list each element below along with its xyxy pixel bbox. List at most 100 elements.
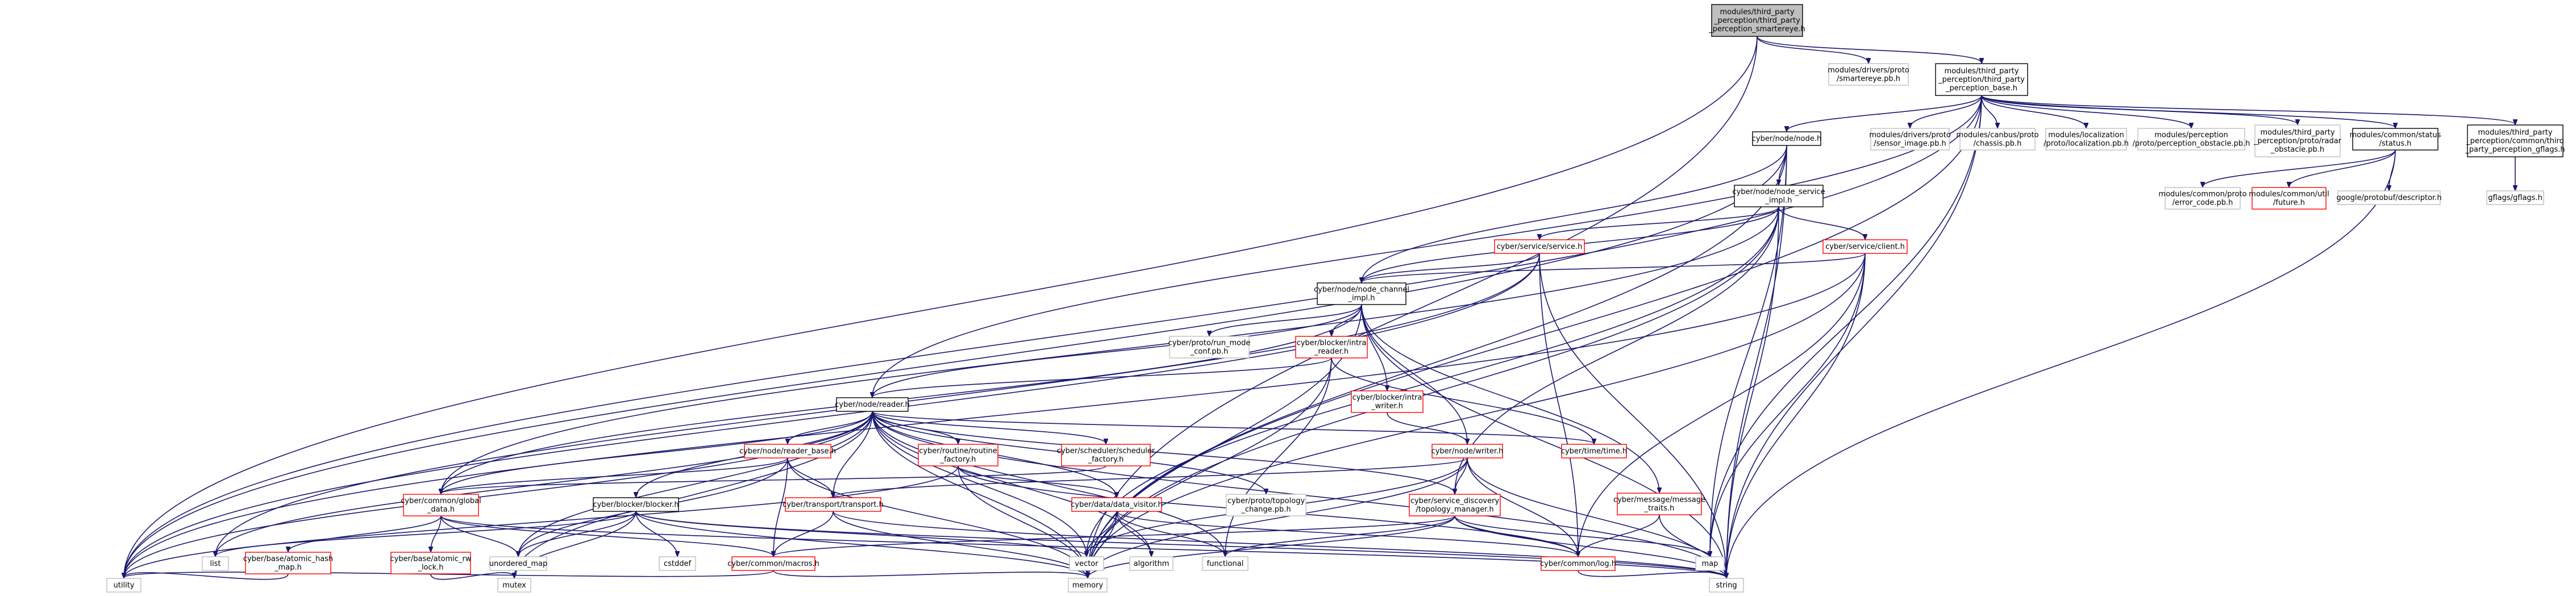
edge-global_data-to-atomic_hash_map <box>288 515 442 552</box>
edge-root-to-utility <box>124 36 1758 578</box>
node-tpp_base[interactable]: modules/third_party_perception/third_par… <box>1935 63 2028 96</box>
node-label-line: _perception/third_party <box>1938 76 2025 84</box>
node-log_h[interactable]: cyber/common/log.h <box>1540 556 1616 571</box>
node-node_channel_impl[interactable]: cyber/node/node_channel_impl.h <box>1314 282 1409 305</box>
node-time_h[interactable]: cyber/time/time.h <box>1561 444 1627 459</box>
node-future_h[interactable]: modules/common/util/future.h <box>2249 187 2329 210</box>
node-label-line: /sensor_image.pb.h <box>1874 140 1946 148</box>
node-label-line: cyber/service/client.h <box>1825 243 1905 251</box>
edge-topology_manager-to-memory <box>1088 515 1455 578</box>
node-label-line: cyber/base/atomic_rw <box>390 555 471 564</box>
node-box <box>918 444 998 466</box>
node-label-line: _party_perception_gflags.h <box>2465 145 2565 154</box>
node-service_h[interactable]: cyber/service/service.h <box>1494 239 1585 254</box>
node-label-line: modules/third_party <box>1720 8 1794 16</box>
node-writer_h[interactable]: cyber/node/writer.h <box>1431 444 1504 459</box>
node-label-line: /proto/perception_obstacle.pb.h <box>2133 140 2250 148</box>
node-transport_h[interactable]: cyber/transport/transport.h <box>783 497 884 512</box>
node-label-line: _map.h <box>274 564 302 572</box>
node-box <box>1295 336 1368 359</box>
edge-writer_h-to-log_h <box>1467 457 1578 556</box>
node-label-line: modules/third_party <box>2478 128 2552 137</box>
edge-topology_manager-to-macros_h <box>773 515 1455 556</box>
edge-blocker_h-to-list <box>215 511 636 556</box>
node-memory: memory <box>1068 578 1108 593</box>
node-box <box>1561 444 1627 459</box>
node-label-line: cyber/time/time.h <box>1561 447 1627 456</box>
edge-tpp_base-to-chassis_pb <box>1981 95 1997 128</box>
edge-client_h-to-string <box>1726 253 1866 578</box>
edge-client_h-to-node_channel_impl <box>1362 253 1866 282</box>
node-label-line: cyber/node/node.h <box>1752 135 1821 143</box>
node-label-line: cstddef <box>664 560 692 568</box>
node-atomic_hash_map[interactable]: cyber/base/atomic_hash_map.h <box>243 552 333 574</box>
edge-status_h-to-string <box>1726 149 2396 578</box>
edge-intra_reader-to-memory <box>1088 357 1332 578</box>
node-routine_factory[interactable]: cyber/routine/routine_factory.h <box>918 444 998 466</box>
node-label-line: algorithm <box>1134 560 1170 568</box>
edge-tpp_base-to-utility <box>124 95 1982 578</box>
edge-node_service_impl-to-string <box>1726 206 1779 578</box>
node-global_data[interactable]: cyber/common/global_data.h <box>401 494 481 516</box>
node-blocker_h[interactable]: cyber/blocker/blocker.h <box>593 497 679 512</box>
node-label-line: cyber/base/atomic_hash <box>243 555 333 564</box>
node-label-line: _writer.h <box>1371 402 1403 411</box>
node-box <box>106 578 142 593</box>
edge-node_service_impl-to-client_h <box>1778 206 1865 239</box>
node-topology_manager[interactable]: cyber/service_discovery/topology_manager… <box>1409 494 1501 516</box>
edge-blocker_h-to-string <box>635 511 1726 578</box>
node-node_service_impl[interactable]: cyber/node/node_service_impl.h <box>1732 185 1825 207</box>
node-label-line: cyber/node/reader_base.h <box>739 447 836 456</box>
node-reader_h[interactable]: cyber/node/reader.h <box>835 397 910 412</box>
edge-reader_base-to-transport_h <box>787 457 833 497</box>
node-root[interactable]: modules/third_party_perception/third_par… <box>1708 4 1805 37</box>
edge-client_h-to-map <box>1710 253 1866 556</box>
node-tpp_gflags[interactable]: modules/third_party_perception/common/th… <box>2465 124 2565 157</box>
node-label-line: modules/drivers/proto <box>1828 66 1909 75</box>
node-label-line: cyber/data/data_visitor.h <box>1071 501 1163 509</box>
edge-node_service_impl-to-topology_manager <box>1455 206 1779 494</box>
node-run_mode_conf_pb: cyber/proto/run_mode_conf.pb.h <box>1168 336 1250 359</box>
node-client_h[interactable]: cyber/service/client.h <box>1822 239 1908 254</box>
node-box <box>1431 444 1503 459</box>
edge-global_data-to-macros_h <box>440 515 773 556</box>
node-label-line: list <box>210 560 220 568</box>
edge-tpp_base-to-perception_obstacle_pb <box>1981 95 2191 128</box>
node-atomic_rw_lock[interactable]: cyber/base/atomic_rw_lock.h <box>390 552 472 574</box>
node-functional: functional <box>1202 556 1249 571</box>
node-box <box>1541 556 1616 571</box>
node-box <box>1822 239 1908 254</box>
node-label-line: cyber/node/node_channel <box>1314 286 1409 294</box>
edge-reader_h-to-memory <box>872 411 1088 578</box>
node-label-line: memory <box>1072 581 1104 590</box>
node-box <box>1494 239 1585 254</box>
edge-node_service_impl-to-global_data <box>441 206 1779 494</box>
node-label-line: cyber/common/log.h <box>1540 560 1616 568</box>
node-macros_h[interactable]: cyber/common/macros.h <box>727 556 819 571</box>
edge-node_channel_impl-to-message_traits <box>1361 304 1659 493</box>
node-intra_writer[interactable]: cyber/blocker/intra_writer.h <box>1351 390 1424 413</box>
node-label-line: /topology_manager.h <box>1416 506 1493 514</box>
dependency-edges <box>124 36 2515 580</box>
node-label-line: cyber/node/writer.h <box>1431 447 1504 456</box>
edge-root-to-tpp_base <box>1757 36 1982 63</box>
node-list: list <box>202 556 229 571</box>
node-box <box>1870 128 1950 151</box>
node-scheduler_factory[interactable]: cyber/scheduler/scheduler_factory.h <box>1057 444 1155 466</box>
node-reader_base[interactable]: cyber/node/reader_base.h <box>739 444 836 459</box>
edge-client_h-to-log_h <box>1578 253 1866 556</box>
node-label-line: cyber/service_discovery <box>1410 497 1500 506</box>
node-box <box>2254 124 2341 157</box>
edge-reader_h-to-global_data <box>441 411 873 494</box>
node-intra_reader[interactable]: cyber/blocker/intra_reader.h <box>1295 336 1368 359</box>
node-message_traits[interactable]: cyber/message/message_traits.h <box>1613 493 1705 515</box>
edge-reader_h-to-transport_h <box>833 411 873 497</box>
node-node_h[interactable]: cyber/node/node.h <box>1752 131 1821 146</box>
node-data_visitor[interactable]: cyber/data/data_visitor.h <box>1071 497 1163 512</box>
edge-client_h-to-utility <box>124 253 1866 578</box>
node-status_h[interactable]: modules/common/status/status.h <box>2350 128 2441 151</box>
edge-reader_h-to-time_h <box>872 411 1594 444</box>
node-label-line: _perception_smartereye.h <box>1708 25 1805 34</box>
edge-tpp_base-to-memory <box>1088 95 1982 578</box>
node-label-line: cyber/common/macros.h <box>727 560 819 568</box>
